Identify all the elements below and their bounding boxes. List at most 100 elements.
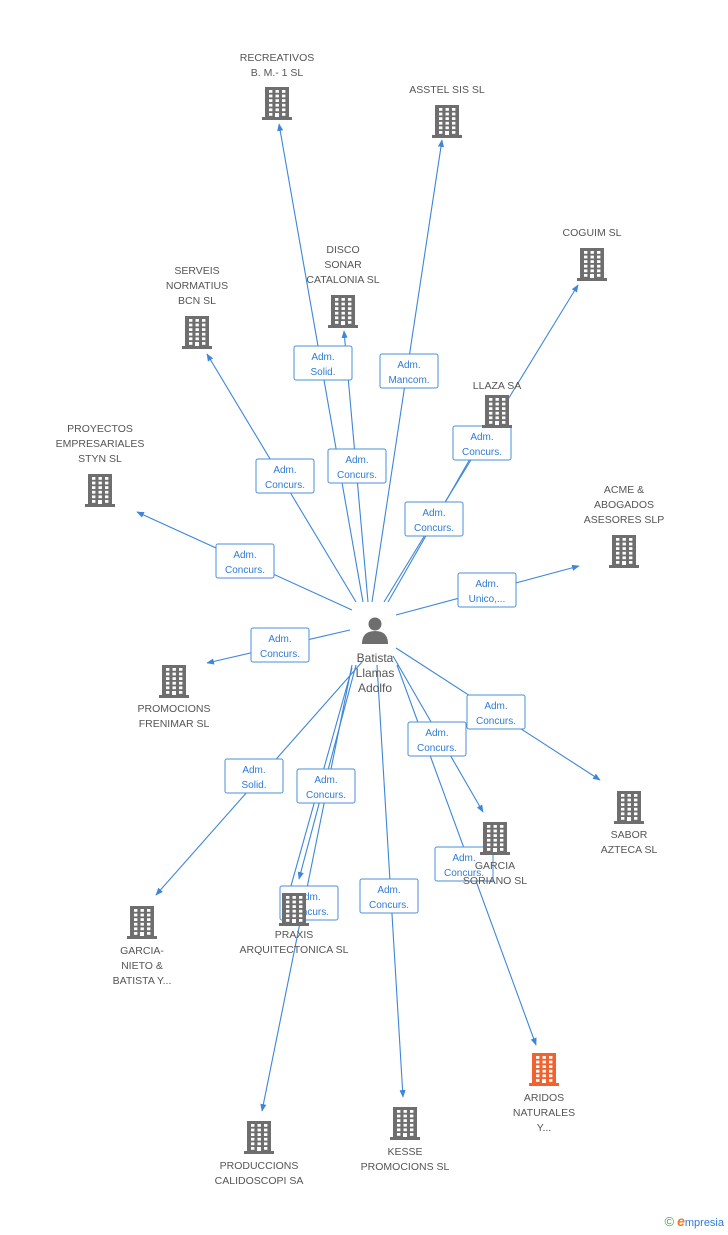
edge-label-box [250,627,310,663]
company-label-garcia_soriano-line: GARCIA [475,860,515,872]
company-label-aridos-line: NATURALES [513,1107,575,1119]
edge-label-disco[interactable]: Adm.Concurs. [327,448,387,484]
company-label-acme-line: ABOGADOS [594,499,654,511]
edge-label-text-line: Adm. [422,508,445,519]
company-label-promocions-line: PROMOCIONS [138,703,211,715]
llaza-building-icon[interactable] [482,395,512,428]
edge-label-text-line: Mancom. [388,375,429,386]
company-label-proyectos-line: STYN SL [78,453,122,465]
edge-label-garcia_nieto[interactable]: Adm.Solid. [224,758,284,794]
edge-label-text-line: Concurs. [306,790,346,801]
edge-label-text-line: Adm. [297,892,320,903]
company-label-disco-line: SONAR [324,259,362,271]
edge-label-text-line: Concurs. [337,470,377,481]
garcia_soriano-building-icon[interactable] [480,822,510,855]
brand-initial: e [677,1213,685,1229]
edge-label-text-line: Concurs. [369,900,409,911]
company-label-garcia_nieto-line: BATISTA Y... [113,975,172,987]
edge-label-text-line: Unico,... [469,594,506,605]
edge-label-sabor[interactable]: Adm.Concurs. [466,694,526,730]
proyectos-building-icon[interactable] [85,474,115,507]
garcia_nieto-building-icon[interactable] [127,906,157,939]
edge-label-text-line: Adm. [273,465,296,476]
edge-label-text-line: Concurs. [462,447,502,458]
asstel-building-icon[interactable] [432,105,462,138]
edge-label-box [434,846,494,882]
company-label-garcia_nieto-line: GARCIA- [120,945,164,957]
person-label-line: Batista [357,651,394,665]
company-label-garcia_nieto-line: NIETO & [121,960,163,972]
edge-label-box [255,458,315,494]
company-label-aridos-line: ARIDOS [524,1092,564,1104]
aridos-building-icon[interactable] [529,1053,559,1086]
edge-label-box [215,543,275,579]
edge-label-text-line: Concurs. [289,907,329,918]
company-node-llaza[interactable]: LLAZA SA [473,380,521,428]
company-label-acme-line: ASESORES SLP [584,514,665,526]
recreativos-building-icon[interactable] [262,87,292,120]
company-label-kesse-line: PROMOCIONS SL [361,1161,450,1173]
coguim-building-icon[interactable] [577,248,607,281]
edge-label-asstel[interactable]: Adm.Mancom. [379,353,439,389]
company-node-asstel[interactable]: ASSTEL SIS SL [409,84,485,138]
edge-label-text: Adm.Concurs. [476,701,516,727]
company-label-praxis-line: ARQUITECTONICA SL [240,944,349,956]
company-node-kesse[interactable]: KESSE PROMOCIONS SL [361,1107,450,1173]
company-label-coguim-line: COGUIM SL [563,227,622,239]
company-label-serveis-line: SERVEIS [174,265,219,277]
edge-label-text: Adm.Concurs. [462,432,502,458]
edge-label-kesse[interactable]: Adm.Concurs. [359,878,419,914]
serveis-building-icon[interactable] [182,316,212,349]
company-label-serveis-line: BCN SL [178,295,216,307]
disco-building-icon[interactable] [328,295,358,328]
edge-label-coguim[interactable]: Adm.Concurs. [452,425,512,461]
edge-label-text: Adm.Concurs. [225,550,265,576]
edge-label-text: Adm.Concurs. [306,775,346,801]
edge-label-llaza[interactable]: Adm.Concurs. [404,501,464,537]
company-label-acme-line: ACME & [604,484,644,496]
edge-label-praxis[interactable]: Adm.Concurs. [296,768,356,804]
company-node-acme[interactable]: ACME & ABOGADOS ASESORES SLP [584,484,665,568]
edge-label-acme[interactable]: Adm.Unico,... [457,572,517,608]
edge-label-aridos[interactable]: Adm.Concurs. [434,846,494,882]
edge-label-proyectos[interactable]: Adm.Concurs. [215,543,275,579]
edge-label-serveis[interactable]: Adm.Concurs. [255,458,315,494]
company-node-garcia_nieto[interactable]: GARCIA- NIETO & BATISTA Y... [113,906,172,987]
promocions-building-icon[interactable] [159,665,189,698]
edge-label-text: Adm.Concurs. [444,853,484,879]
edge-label-text: Adm. Solid. [310,352,335,378]
company-label-sabor-line: SABOR [611,829,648,841]
sabor-building-icon[interactable] [614,791,644,824]
edge-label-garcia_soriano[interactable]: Adm.Concurs. [407,721,467,757]
edge-label-recreativos[interactable]: Adm. Solid. [293,345,353,381]
edge-label-promocions[interactable]: Adm.Concurs. [250,627,310,663]
company-label-kesse-line: KESSE [387,1146,422,1158]
produccions-building-icon[interactable] [244,1121,274,1154]
edge-label-text-line: Adm. [311,352,334,363]
kesse-building-icon[interactable] [390,1107,420,1140]
acme-building-icon[interactable] [609,535,639,568]
company-label-acme: ACME & ABOGADOS ASESORES SLP [584,484,665,526]
company-label-produccions-line: CALIDOSCOPI SA [215,1175,304,1187]
person-icon [362,617,388,644]
edge-label-text-line: Adm. [242,765,265,776]
company-node-coguim[interactable]: COGUIM SL [563,227,622,281]
praxis-building-icon[interactable] [279,893,309,926]
edge-label-box [224,758,284,794]
edge-label-text-line: Solid. [310,367,335,378]
